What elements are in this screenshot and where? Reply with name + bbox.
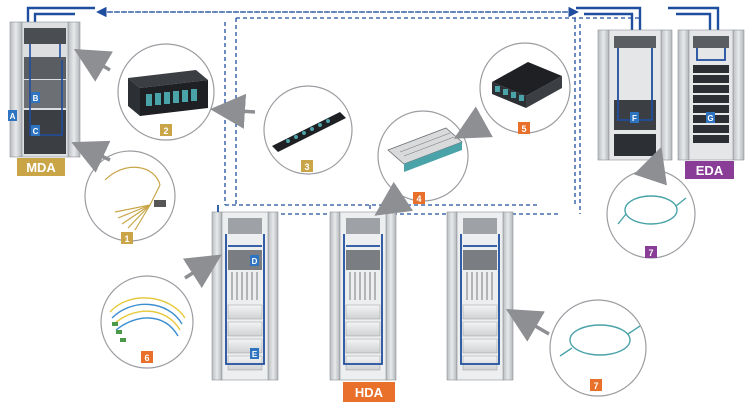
- rack-eda-1: [597, 29, 673, 161]
- component-tag-4: 4: [413, 192, 425, 204]
- component-tag-5: 5: [518, 122, 530, 134]
- svg-text:7: 7: [648, 248, 653, 258]
- svg-text:5: 5: [521, 124, 526, 134]
- fiber-fanout-icon: [104, 166, 161, 231]
- svg-text:A: A: [10, 112, 16, 121]
- fanout-harness-icon: [109, 297, 186, 337]
- callout-mpo-cassette: [479, 42, 571, 134]
- svg-text:3: 3: [304, 162, 309, 172]
- component-tag-6: 6: [141, 351, 153, 363]
- rack-tag-c: C: [31, 125, 40, 136]
- svg-text:2: 2: [163, 126, 168, 136]
- rack-tag-d: D: [250, 255, 259, 266]
- rack-hda-3: [446, 211, 514, 381]
- pointer-arrow-icon: [71, 48, 667, 342]
- area-label-eda: EDA: [685, 161, 734, 179]
- svg-text:1: 1: [124, 234, 129, 244]
- component-tag-3: 3: [301, 160, 313, 172]
- callout-patch-cord-eda: [606, 169, 696, 259]
- svg-text:EDA: EDA: [696, 163, 724, 178]
- rack-tag-a: A: [8, 110, 17, 121]
- svg-text:G: G: [707, 114, 713, 123]
- svg-text:C: C: [33, 127, 39, 136]
- component-tag-2: 2: [160, 124, 172, 136]
- solid-trunks: [26, 6, 720, 30]
- callout-patch-cord-hda: [549, 299, 647, 397]
- area-label-mda: MDA: [17, 158, 65, 176]
- svg-text:MDA: MDA: [26, 160, 56, 175]
- svg-text:E: E: [252, 350, 258, 359]
- rack-eda-2: [677, 29, 745, 161]
- callout-adapter-panel: [263, 85, 353, 175]
- area-label-hda: HDA: [343, 382, 395, 402]
- svg-text:7: 7: [593, 381, 598, 391]
- rack-hda-1: [211, 205, 279, 381]
- rack-mda: [9, 21, 81, 158]
- callout-fiber-fanout: [84, 150, 176, 242]
- svg-text:HDA: HDA: [355, 385, 384, 400]
- svg-text:B: B: [33, 94, 39, 103]
- callout-fanout-harness: [100, 275, 194, 369]
- rack-tag-e: E: [250, 348, 259, 359]
- adapter-panel-icon: [272, 112, 346, 152]
- component-tag-1: 1: [121, 232, 133, 244]
- svg-text:6: 6: [144, 353, 149, 363]
- rack-tag-g: G: [706, 112, 715, 123]
- patch-cord-icon: [617, 195, 687, 225]
- rack-tag-f: F: [630, 112, 639, 123]
- rack-hda-2: [329, 211, 397, 381]
- component-tag-7b: 7: [590, 379, 602, 391]
- rack-tag-b: B: [31, 92, 40, 103]
- svg-text:D: D: [252, 257, 258, 266]
- patch-panel-icon: [387, 127, 463, 172]
- callout-patch-panel: [377, 110, 469, 202]
- callout-fiber-enclosure: [117, 43, 215, 141]
- patch-cord-icon: [559, 324, 641, 357]
- svg-text:F: F: [632, 114, 637, 123]
- component-tag-7a: 7: [645, 246, 657, 258]
- mpo-cassette-icon: [492, 62, 562, 108]
- svg-text:4: 4: [416, 194, 421, 204]
- fiber-enclosure-icon: [128, 70, 208, 116]
